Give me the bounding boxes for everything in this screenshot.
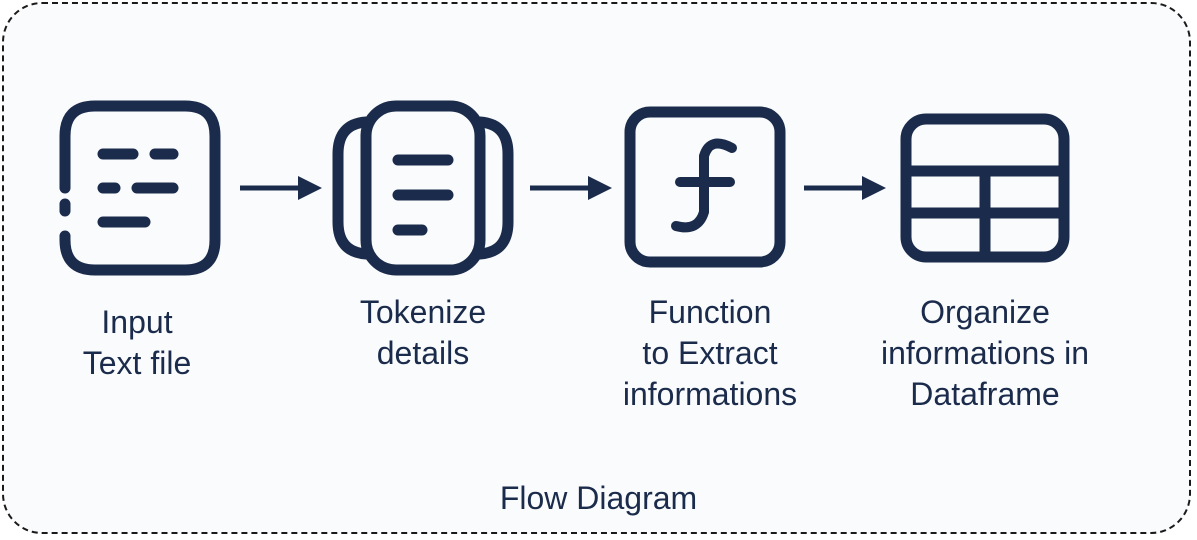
arrow-right-icon (238, 175, 324, 206)
step-label-line: informations in (880, 335, 1090, 371)
arrow-right-icon (528, 175, 614, 206)
step-label-tokenize: Tokenize details (323, 292, 523, 374)
step-label-line: Function (648, 294, 772, 330)
step-label-input: Input Text file (40, 302, 234, 384)
step-label-organize: Organize informations in Dataframe (850, 292, 1120, 415)
step-label-line: informations (622, 376, 798, 412)
step-label-line: details (376, 335, 470, 371)
diagram-caption: Flow Diagram (499, 480, 698, 516)
tokenize-document-icon (330, 96, 516, 280)
step-label-line: to Extract (642, 335, 778, 371)
step-label-line: Tokenize (359, 294, 487, 330)
step-label-line: Text file (82, 345, 192, 381)
step-label-line: Input (101, 304, 173, 340)
function-icon (624, 106, 786, 268)
step-label-function: Function to Extract informations (595, 292, 825, 415)
text-file-icon (55, 96, 225, 280)
step-label-line: Organize (920, 294, 1050, 330)
arrow-right-icon (802, 175, 888, 206)
table-icon (900, 113, 1070, 263)
step-label-line: Dataframe (910, 376, 1060, 412)
